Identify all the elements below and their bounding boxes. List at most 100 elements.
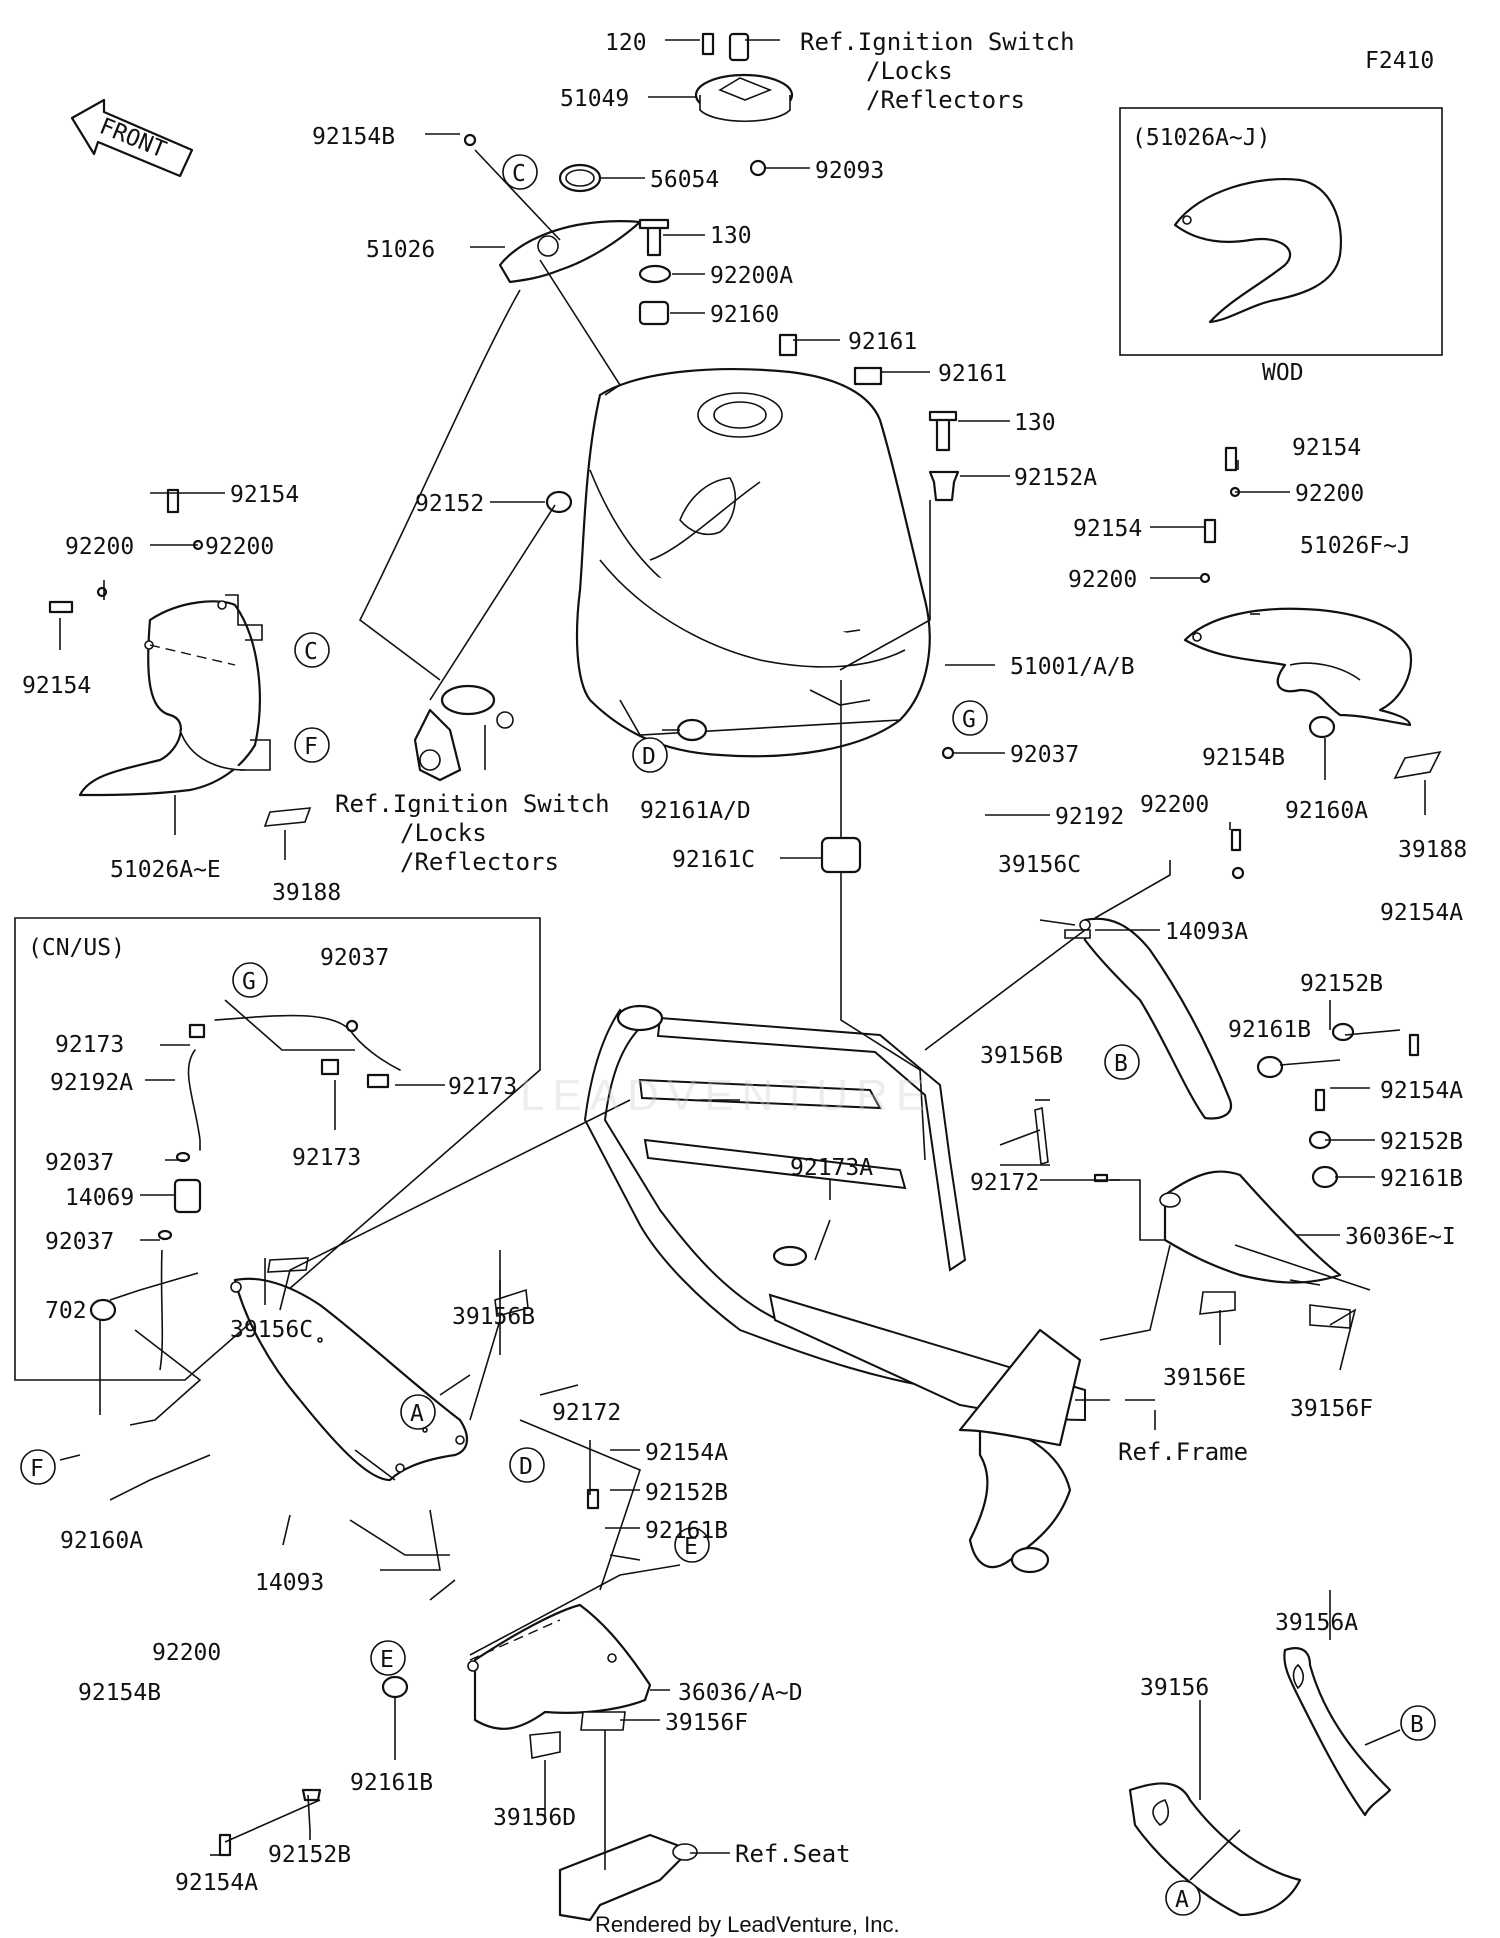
label-92154A-r2: 92154A: [1380, 1078, 1463, 1104]
label-92154-r2: 92154: [1073, 516, 1142, 542]
svg-text:Ref.Ignition Switch: Ref.Ignition Switch: [800, 28, 1075, 56]
key-cylinder: [728, 32, 750, 62]
svg-text:D: D: [642, 744, 656, 770]
label-92200-r1: 92200: [1295, 481, 1364, 507]
label-92160A-l: 92160A: [60, 1528, 143, 1554]
washer-92200A: [638, 264, 672, 284]
label-92154-l2: 92154: [22, 673, 91, 699]
fuel-tank: [575, 368, 931, 758]
label-120: 120: [605, 30, 647, 56]
side-cover-51026F-J: [1183, 607, 1413, 727]
ignition-switch: [413, 684, 514, 782]
bolt-130-a: [646, 223, 662, 257]
svg-text:F: F: [30, 1456, 44, 1482]
svg-text:/Locks: /Locks: [866, 57, 953, 85]
leader-lines: [59, 39, 1426, 1870]
footer-credit: Rendered by LeadVenture, Inc.: [595, 1912, 900, 1937]
label-56054: 56054: [650, 167, 719, 193]
tag-a-mid: A: [400, 1394, 436, 1430]
label-39156F-bot: 39156F: [665, 1710, 748, 1736]
svg-text:F: F: [304, 734, 318, 760]
cnus-region-box: (CN/US): [14, 917, 541, 1381]
label-39188-l: 39188: [272, 880, 341, 906]
label-92173A: 92173A: [790, 1155, 873, 1181]
label-92154A-r1: 92154A: [1380, 900, 1463, 926]
label-92154B-top: 92154B: [312, 124, 395, 150]
label-92154B-bot: 92154B: [78, 1680, 161, 1706]
front-arrow-icon: FRONT: [70, 98, 194, 178]
label-92152B-r2: 92152B: [1380, 1129, 1463, 1155]
bracket-36036-A-D: [467, 1603, 652, 1730]
part-labels: 120 51049 92093 92154B 56054 51026 130 9…: [22, 30, 1467, 1896]
screw-120: [701, 32, 715, 56]
cnus-box-header: (CN/US): [28, 935, 125, 961]
label-51001: 51001/A/B: [1010, 654, 1135, 680]
label-39156: 39156: [1140, 1675, 1209, 1701]
tag-g-tank: G: [952, 700, 988, 736]
label-92160A-r: 92160A: [1285, 798, 1368, 824]
label-39156F-r: 39156F: [1290, 1396, 1373, 1422]
seat-bracket: [558, 1833, 698, 1922]
tag-d-tank: D: [632, 737, 668, 773]
collar-92152A: [928, 470, 960, 502]
grommet-92093: [749, 159, 767, 177]
bolt-130-b: [935, 416, 951, 452]
label-92200A: 92200A: [710, 263, 793, 289]
label-92154-r1: 92154: [1292, 435, 1361, 461]
label-39156D: 39156D: [493, 1805, 576, 1831]
svg-text:G: G: [962, 707, 976, 733]
label-92152: 92152: [415, 491, 484, 517]
label-92154A-mid: 92154A: [645, 1440, 728, 1466]
tag-e-left: E: [370, 1640, 406, 1676]
label-14093: 14093: [255, 1570, 324, 1596]
tag-d-mid: D: [509, 1447, 545, 1483]
svg-text:/Reflectors: /Reflectors: [400, 848, 559, 876]
hose-92192: [877, 767, 986, 913]
tag-f-left: F: [294, 727, 330, 763]
label-51026A-E: 51026A~E: [110, 857, 221, 883]
circle-tags: C C F D G G B A D F E E B A: [20, 154, 1436, 1916]
label-92161C: 92161C: [672, 847, 755, 873]
tag-b-inset: B: [1400, 1705, 1436, 1741]
label-92160: 92160: [710, 302, 779, 328]
tag-b-right: B: [1104, 1044, 1140, 1080]
label-92152B-mid: 92152B: [645, 1480, 728, 1506]
label-39188-r: 39188: [1398, 837, 1467, 863]
label-92173-b: 92173: [448, 1074, 517, 1100]
label-39156C-bot: 39156C: [230, 1317, 313, 1343]
wod-region-box: (51026A~J): [1119, 107, 1443, 356]
wod-box-header: (51026A~J): [1132, 125, 1270, 151]
side-cover-51026A-E: [78, 600, 261, 797]
label-39156A: 39156A: [1275, 1610, 1358, 1636]
svg-text:B: B: [1114, 1051, 1128, 1077]
label-130-a: 130: [710, 223, 752, 249]
svg-text:C: C: [512, 161, 526, 187]
grommet-92161B-bot: [381, 1675, 409, 1699]
label-92152A: 92152A: [1014, 465, 1097, 491]
label-39156B-bot: 39156B: [452, 1304, 535, 1330]
label-36036-A-D: 36036/A~D: [678, 1680, 803, 1706]
grommet-92161A-D: [676, 718, 708, 742]
grommet-92160A-r: [1308, 715, 1336, 739]
label-92172-r: 92172: [970, 1170, 1039, 1196]
svg-text:E: E: [684, 1534, 698, 1560]
svg-text:A: A: [1175, 1887, 1189, 1913]
cover-51026: [463, 133, 642, 284]
grommet-92152: [545, 490, 573, 514]
watermark-text: LEADVENTURE: [520, 1071, 933, 1120]
grommet-92160: [638, 300, 670, 326]
label-92037-b: 92037: [320, 945, 389, 971]
tag-c-left: C: [294, 632, 330, 668]
svg-text:B: B: [1410, 1712, 1424, 1738]
label-92200-r2: 92200: [1068, 567, 1137, 593]
ref-frame: Ref.Frame: [1118, 1438, 1248, 1466]
label-92161B-r1: 92161B: [1228, 1017, 1311, 1043]
label-92093: 92093: [815, 158, 884, 184]
tag-c-top: C: [502, 154, 538, 190]
ref-seat: Ref.Seat: [735, 1840, 851, 1868]
bracket-14093A: [1079, 917, 1233, 1120]
label-39156B-r: 39156B: [980, 1043, 1063, 1069]
svg-text:E: E: [380, 1647, 394, 1673]
valve-14069: [173, 1178, 202, 1214]
label-92200-l2: 92200: [65, 534, 134, 560]
